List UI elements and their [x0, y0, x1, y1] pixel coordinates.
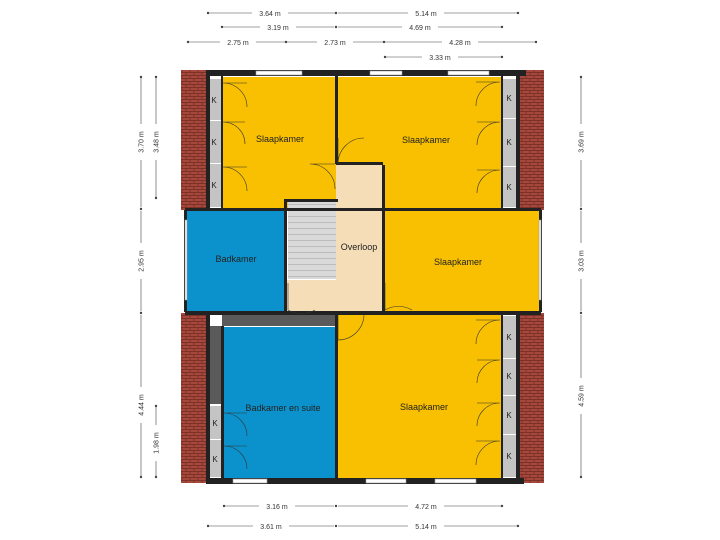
- room-label-landing: Overloop: [341, 242, 378, 252]
- cabinet: [502, 167, 516, 207]
- cabinets: [208, 79, 516, 477]
- dimension-label: 3.03 m: [579, 250, 586, 272]
- cabinet: [502, 435, 516, 477]
- dimension-label: 5.14 m: [415, 11, 437, 18]
- room-label-bedroom-middle: Slaapkamer: [434, 257, 482, 267]
- cabinet-label: K: [212, 455, 218, 464]
- dimension-label: 2.95 m: [139, 250, 146, 272]
- cabinet-label: K: [211, 181, 217, 190]
- dimension-labels-left: 3.70 m 3.48 m 2.95 m 4.44 m 1.98 m: [136, 124, 161, 461]
- window: [538, 219, 542, 301]
- cabinet-label: K: [212, 419, 218, 428]
- room-label-bedroom-top-left: Slaapkamer: [256, 134, 304, 144]
- window: [232, 478, 268, 484]
- dimension-labels-top: 3.64 m 5.14 m 3.19 m 4.69 m 2.75 m 2.73 …: [220, 8, 478, 62]
- dimension-labels-right: 3.69 m 3.03 m 4.59 m: [576, 124, 586, 414]
- shaft-left: [208, 326, 223, 404]
- cabinet-label: K: [211, 96, 217, 105]
- cabinet: [502, 316, 516, 358]
- roof-left-top: [181, 70, 208, 210]
- dimension-label: 1.98 m: [154, 432, 161, 454]
- window: [365, 478, 407, 484]
- bedroom-bottom-right: [337, 314, 502, 478]
- cabinet: [208, 164, 221, 207]
- bedroom-middle-right: [384, 210, 540, 311]
- dimension-label: 3.69 m: [579, 131, 586, 153]
- dimension-label: 3.33 m: [429, 55, 451, 62]
- shaft-top: [222, 315, 336, 326]
- bathroom-left: [187, 210, 285, 311]
- bedroom-top-left: [221, 77, 336, 208]
- dimension-label: 3.19 m: [267, 25, 289, 32]
- room-label-bedroom-bottom: Slaapkamer: [400, 402, 448, 412]
- door-swings: [222, 81, 501, 470]
- cabinet-label: K: [506, 183, 512, 192]
- dimension-labels-bottom: 3.16 m 4.72 m 3.61 m 5.14 m: [253, 501, 444, 531]
- roof-left-bottom: [181, 313, 208, 483]
- cabinet-label: K: [506, 138, 512, 147]
- dimension-label: 5.14 m: [415, 524, 437, 531]
- staircase: [288, 202, 336, 279]
- window: [184, 219, 188, 301]
- dimension-label: 3.70 m: [139, 131, 146, 153]
- dimension-label: 2.75 m: [227, 40, 249, 47]
- dimension-label: 4.44 m: [139, 394, 146, 416]
- cabinet-label: K: [506, 452, 512, 461]
- dimension-label: 3.64 m: [259, 11, 281, 18]
- window: [447, 70, 490, 76]
- window: [434, 478, 477, 484]
- cabinet-label: K: [506, 411, 512, 420]
- cabinet: [502, 396, 516, 434]
- window: [369, 70, 403, 76]
- cabinet: [502, 79, 516, 118]
- cabinet-label: K: [506, 333, 512, 342]
- cabinet: [208, 440, 222, 477]
- dimension-label: 3.16 m: [266, 504, 288, 511]
- cabinet-label: K: [506, 94, 512, 103]
- dimension-label: 3.48 m: [154, 131, 161, 153]
- cabinet: [208, 121, 221, 163]
- room-label-bathroom: Badkamer: [215, 254, 256, 264]
- roof-right-bottom: [517, 313, 544, 483]
- dimension-label: 4.59 m: [579, 385, 586, 407]
- cabinet-label: K: [211, 138, 217, 147]
- cabinet-labels: K K K K K K K K K K K K: [211, 94, 512, 464]
- room-label-bedroom-top-right: Slaapkamer: [402, 135, 450, 145]
- dimension-label: 3.61 m: [260, 524, 282, 531]
- cabinet: [208, 79, 221, 120]
- cabinet-label: K: [506, 372, 512, 381]
- dimension-label: 4.28 m: [449, 40, 471, 47]
- room-label-bathroom-en-suite: Badkamer en suite: [245, 403, 320, 413]
- cabinet: [208, 406, 222, 439]
- roof-right-top: [517, 70, 544, 210]
- window: [255, 70, 303, 76]
- bathroom-en-suite: [224, 327, 335, 478]
- windows: [184, 70, 542, 484]
- cabinet: [502, 119, 516, 166]
- landing-lower: [287, 280, 337, 311]
- dimension-label: 2.73 m: [324, 40, 346, 47]
- cabinet: [502, 359, 516, 395]
- dimension-label: 4.69 m: [409, 25, 431, 32]
- landing-area: [336, 165, 382, 311]
- dimension-label: 4.72 m: [415, 504, 437, 511]
- dimension-ticks: [139, 11, 583, 528]
